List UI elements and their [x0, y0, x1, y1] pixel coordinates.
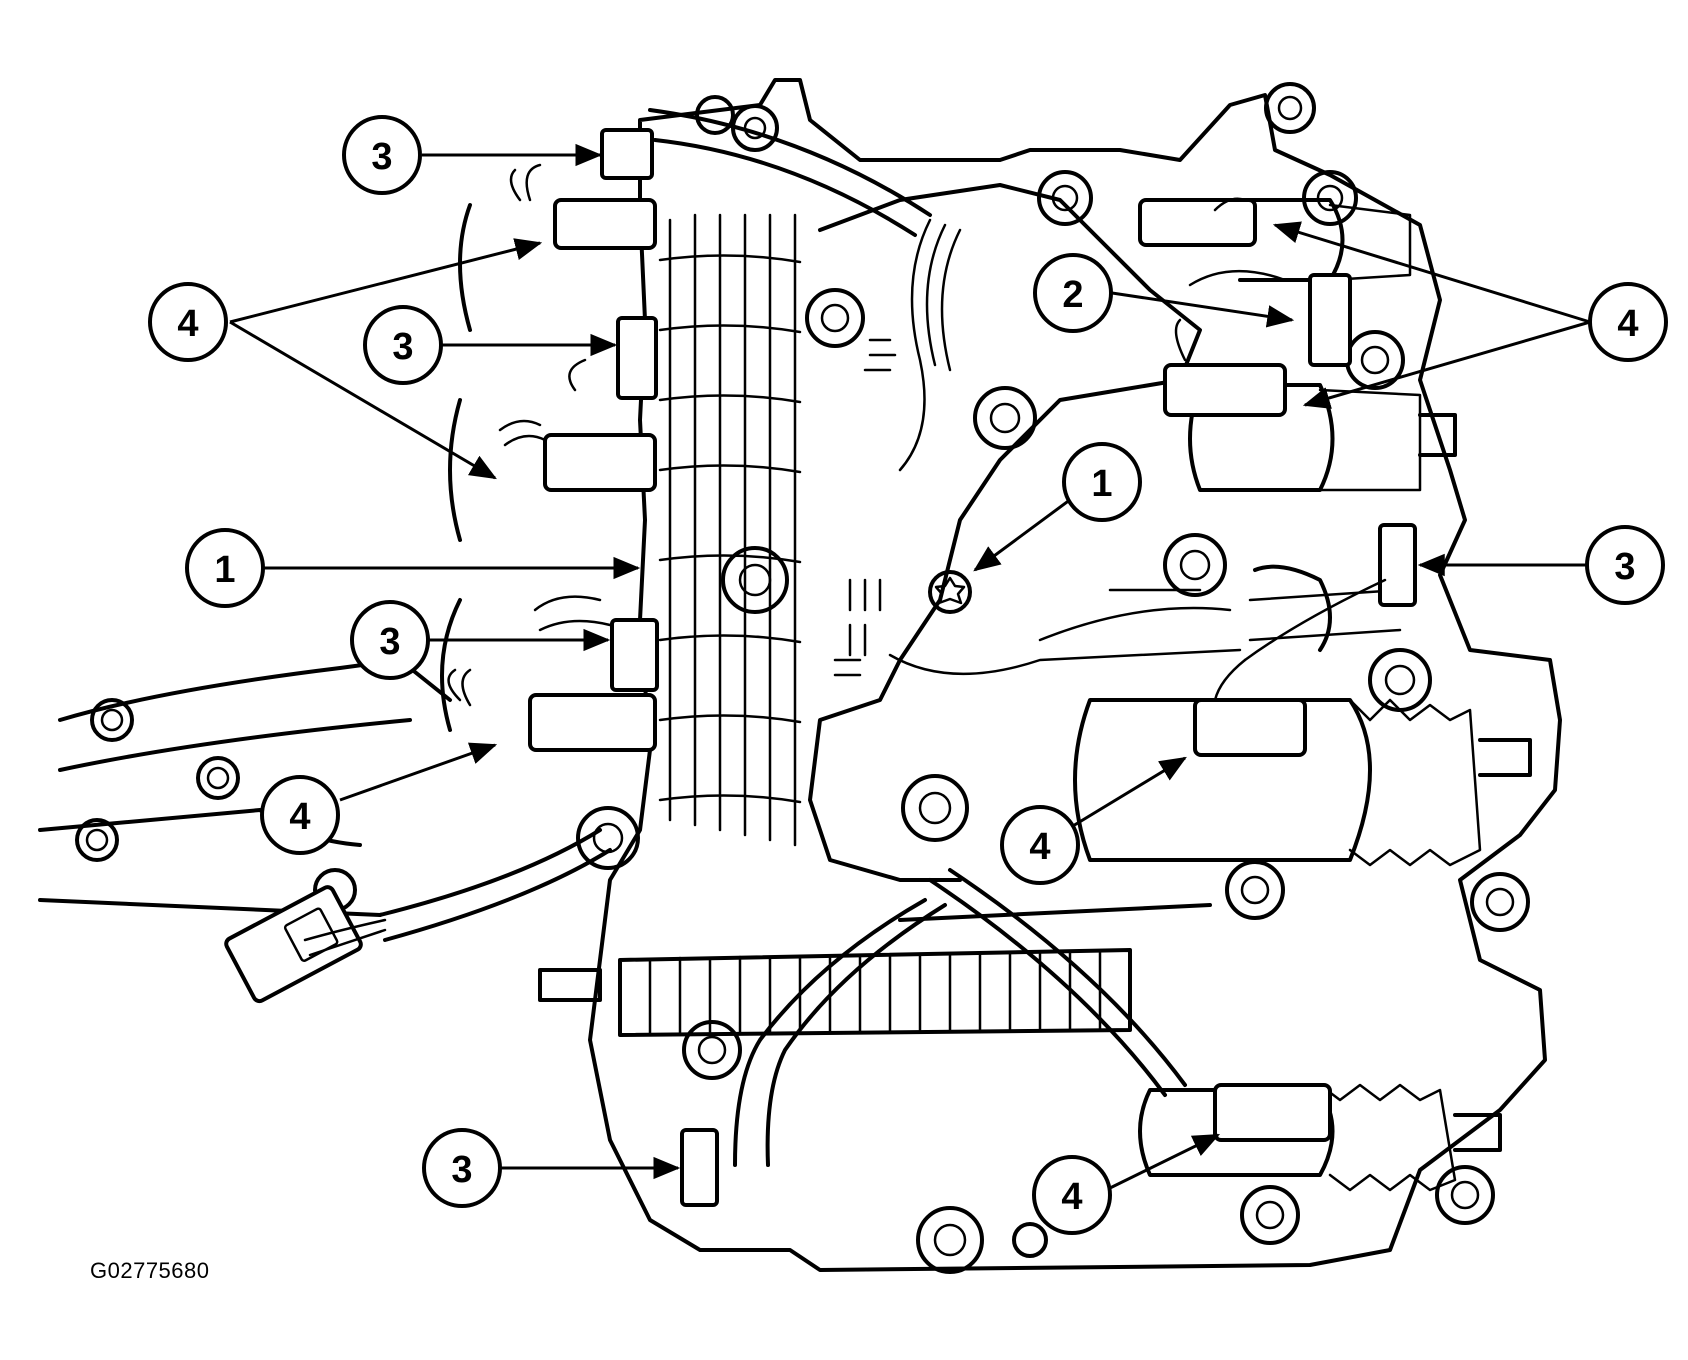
valve-body-outline: [38, 78, 1562, 1272]
callout-label: 4: [1061, 1176, 1082, 1218]
bolt-holes: [75, 82, 1530, 1274]
callout: 2: [1033, 253, 1113, 333]
callout-label: 3: [392, 326, 413, 368]
callout-label: 4: [1617, 303, 1638, 345]
solenoid-connectors: [224, 128, 1417, 1207]
callout: 4: [260, 775, 340, 855]
callout-label: 4: [289, 796, 310, 838]
callout-label: 4: [1029, 826, 1050, 868]
callout-label: 3: [371, 136, 392, 178]
leader-lines: [229, 143, 1591, 1190]
callout: 4: [148, 282, 228, 362]
callout-label: 4: [177, 303, 198, 345]
callout: 4: [1000, 805, 1080, 885]
callout-label: 1: [214, 549, 235, 591]
callout-label: 2: [1062, 274, 1083, 316]
callout-label: 3: [1614, 546, 1635, 588]
callout: 1: [185, 528, 265, 608]
callout: 3: [342, 115, 422, 195]
callout-label: 3: [451, 1149, 472, 1191]
callout: 3: [350, 600, 430, 680]
callout: 4: [1588, 282, 1668, 362]
callout-label: 3: [379, 621, 400, 663]
callout-label: 1: [1091, 463, 1112, 505]
callout: 3: [1585, 525, 1665, 605]
callout: 4: [1032, 1155, 1112, 1235]
figure-code: G02775680: [90, 1258, 210, 1283]
callout: 1: [1062, 442, 1142, 522]
callout: 3: [363, 305, 443, 385]
callout: 3: [422, 1128, 502, 1208]
